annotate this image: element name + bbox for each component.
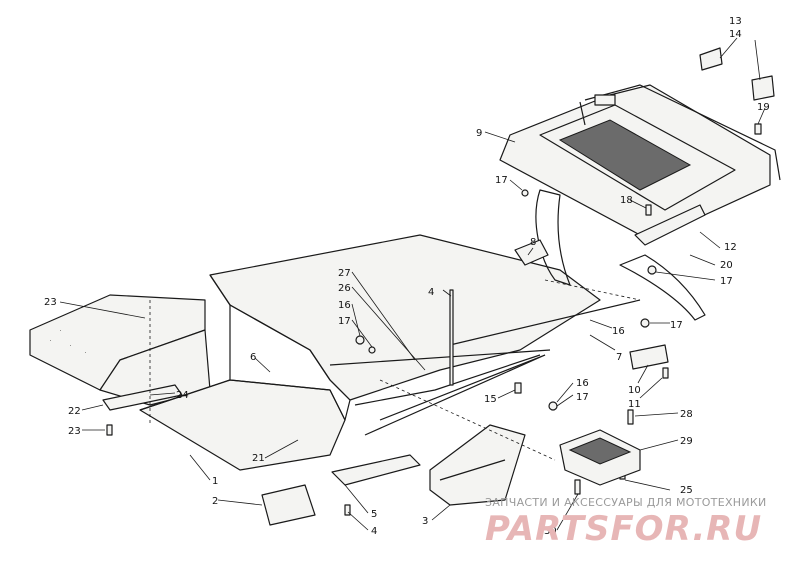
callout-17: 17: [338, 316, 351, 327]
callout-23: 23: [44, 297, 57, 308]
watermark: ЗАПЧАСТИ И АКСЕССУАРЫ ДЛЯ МОТОТЕХНИКИ PA…: [485, 496, 767, 549]
callout-1: 1: [212, 476, 218, 487]
callout-25: 25: [680, 485, 693, 496]
callout-4: 4: [371, 526, 377, 537]
callout-26: 26: [338, 283, 351, 294]
callout-29: 29: [680, 436, 693, 447]
tunnel-panel: [139, 234, 601, 471]
callout-6: 6: [250, 352, 256, 363]
plate-10: [629, 344, 669, 370]
left-floor-panel: [29, 294, 211, 406]
callout-5: 5: [371, 509, 377, 520]
callout-17: 17: [670, 320, 683, 331]
callout-12: 12: [724, 242, 737, 253]
callout-10: 10: [628, 385, 641, 396]
callout-23: 23: [68, 426, 81, 437]
bracket-8: [514, 239, 549, 266]
callout-17: 17: [495, 175, 508, 186]
callout-28: 28: [680, 409, 693, 420]
callout-27: 27: [338, 268, 351, 279]
callout-13: 13: [729, 16, 742, 27]
callout-18: 18: [620, 195, 633, 206]
callout-labels: 13 14 19 9 17 18 12 20 17 8 27 26 16 17 …: [44, 16, 770, 537]
callout-8: 8: [530, 237, 536, 248]
callout-20: 20: [720, 260, 733, 271]
reflectors: [699, 47, 775, 101]
callout-22: 22: [68, 406, 81, 417]
callout-19: 19: [757, 102, 770, 113]
callout-17: 17: [576, 392, 589, 403]
bracket-3: [429, 424, 526, 506]
callout-4: 4: [428, 287, 434, 298]
callout-11: 11: [628, 399, 641, 410]
callout-7: 7: [616, 352, 622, 363]
rear-rack: [499, 84, 781, 246]
callout-24: 24: [176, 390, 189, 401]
leader-lines: [59, 37, 766, 531]
callout-14: 14: [729, 29, 742, 40]
callout-2: 2: [212, 496, 218, 507]
callout-3: 3: [422, 516, 428, 527]
skid-block-29: [559, 429, 641, 486]
small-plates: [102, 384, 421, 526]
callout-21: 21: [252, 453, 265, 464]
callout-16: 16: [576, 378, 589, 389]
callout-30: 30: [544, 526, 557, 537]
watermark-caption: ЗАПЧАСТИ И АКСЕССУАРЫ ДЛЯ МОТОТЕХНИКИ: [485, 496, 767, 509]
callout-9: 9: [476, 128, 482, 139]
watermark-brand: PARTSFOR.RU: [485, 509, 762, 549]
axle-rod: [329, 299, 641, 436]
callout-17: 17: [720, 276, 733, 287]
callout-16: 16: [612, 326, 625, 337]
callout-15: 15: [484, 394, 497, 405]
dashed-lines: [149, 279, 641, 461]
callout-16: 16: [338, 300, 351, 311]
